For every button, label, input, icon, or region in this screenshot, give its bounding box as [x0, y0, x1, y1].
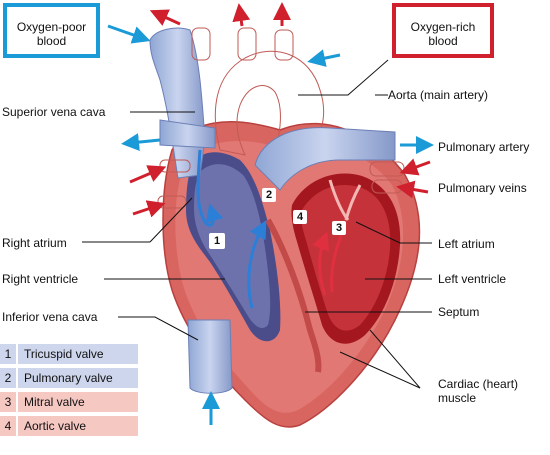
label-inferior-vena-cava: Inferior vena cava	[2, 310, 98, 324]
inferior-vena-cava	[187, 319, 233, 394]
legend-label: Tricuspid valve	[18, 344, 138, 364]
legend-number: 2	[0, 368, 16, 388]
legend-number: 4	[0, 416, 16, 436]
label-pulmonary-artery: Pulmonary artery	[438, 140, 530, 154]
pulmonary-artery	[254, 127, 396, 191]
oxygen-rich-text: Oxygen-rich blood	[410, 20, 476, 48]
valve-marker-1: 1	[209, 233, 225, 249]
oxygen-rich-box: Oxygen-rich blood	[392, 3, 494, 58]
legend-label: Aortic valve	[18, 416, 138, 436]
label-left-atrium: Left atrium	[438, 237, 495, 251]
oxygen-poor-box: Oxygen-poor blood	[3, 3, 100, 58]
label-left-ventricle: Left ventricle	[438, 272, 507, 286]
label-septum: Septum	[438, 305, 480, 319]
legend-number: 1	[0, 344, 16, 364]
legend-row: 2 Pulmonary valve	[0, 368, 138, 388]
valve-marker-3: 3	[332, 221, 346, 235]
superior-vena-cava	[149, 27, 206, 179]
valve-marker-2: 2	[262, 188, 276, 202]
valve-legend: 1 Tricuspid valve 2 Pulmonary valve 3 Mi…	[0, 344, 138, 440]
legend-row: 1 Tricuspid valve	[0, 344, 138, 364]
legend-label: Mitral valve	[18, 392, 138, 412]
label-right-ventricle: Right ventricle	[2, 272, 79, 286]
label-right-atrium: Right atrium	[2, 236, 67, 250]
label-pulmonary-veins: Pulmonary veins	[438, 181, 527, 195]
oxygen-poor-text: Oxygen-poor blood	[16, 20, 87, 48]
legend-row: 4 Aortic valve	[0, 416, 138, 436]
label-cardiac-muscle: Cardiac (heart) muscle	[438, 377, 519, 405]
label-aorta: Aorta (main artery)	[388, 88, 489, 102]
valve-marker-4: 4	[293, 210, 307, 224]
legend-number: 3	[0, 392, 16, 412]
label-superior-vena-cava: Superior vena cava	[2, 105, 106, 119]
legend-row: 3 Mitral valve	[0, 392, 138, 412]
legend-label: Pulmonary valve	[18, 368, 138, 388]
